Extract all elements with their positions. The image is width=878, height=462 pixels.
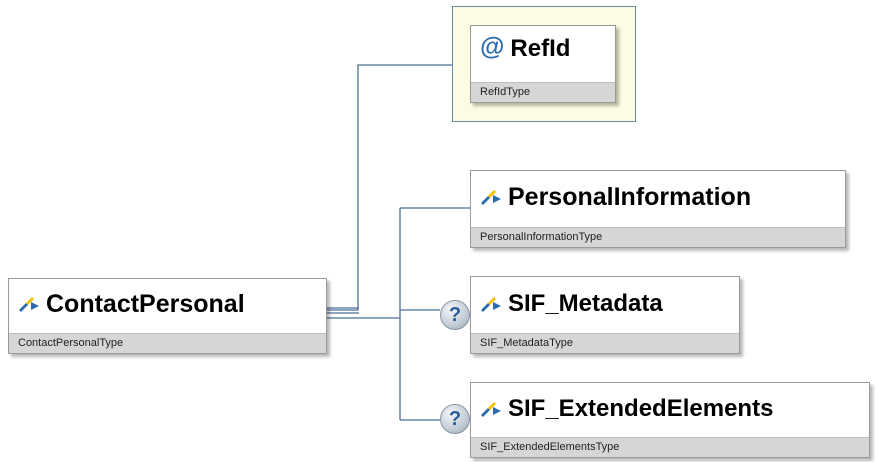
attribute-node-refid[interactable]: @ RefId RefIdType bbox=[470, 25, 616, 103]
element-icon bbox=[481, 297, 501, 312]
sequence-compositor bbox=[327, 307, 359, 319]
child-element-personalinformation[interactable]: PersonalInformation PersonalInformationT… bbox=[470, 170, 846, 248]
child-element-type: SIF_MetadataType bbox=[471, 333, 739, 353]
root-element-type: ContactPersonalType bbox=[9, 333, 326, 353]
element-icon bbox=[481, 402, 501, 417]
child-element-name: SIF_Metadata bbox=[508, 290, 663, 317]
element-icon bbox=[481, 190, 501, 205]
root-element-node[interactable]: ContactPersonal ContactPersonalType bbox=[8, 278, 327, 354]
optional-icon: ? bbox=[440, 404, 470, 434]
attribute-at-icon: @ bbox=[480, 32, 505, 61]
child-element-sif-extendedelements[interactable]: SIF_ExtendedElements SIF_ExtendedElement… bbox=[470, 382, 870, 458]
child-element-type: SIF_ExtendedElementsType bbox=[471, 437, 869, 457]
optional-icon: ? bbox=[440, 300, 470, 330]
child-element-name: SIF_ExtendedElements bbox=[508, 395, 774, 422]
attribute-type: RefIdType bbox=[471, 82, 615, 102]
child-element-sif-metadata[interactable]: SIF_Metadata SIF_MetadataType bbox=[470, 276, 740, 354]
root-element-name: ContactPersonal bbox=[46, 289, 245, 318]
child-element-name: PersonalInformation bbox=[508, 182, 752, 211]
element-icon bbox=[19, 297, 39, 312]
attribute-name: RefId bbox=[510, 35, 571, 62]
child-element-type: PersonalInformationType bbox=[471, 227, 845, 247]
